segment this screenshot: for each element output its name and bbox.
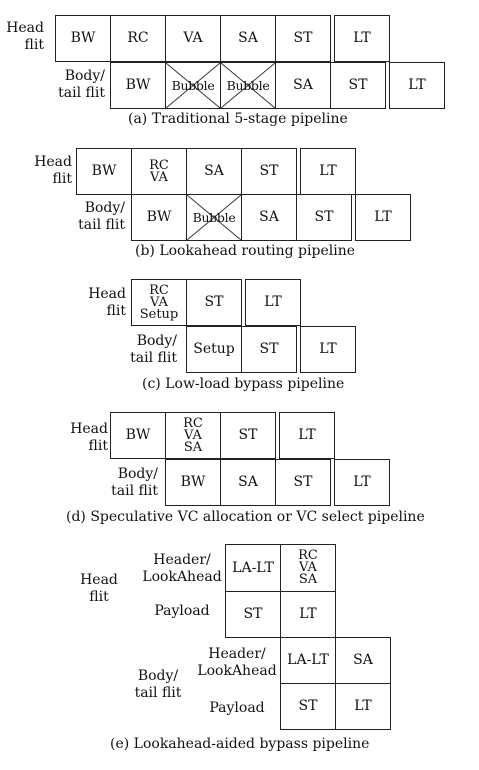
stage-lt: LT bbox=[245, 279, 301, 326]
stage-va: VA bbox=[165, 15, 221, 62]
stage-st: ST bbox=[275, 15, 331, 62]
stage-bw: BW bbox=[110, 412, 166, 459]
stage-bw: BW bbox=[55, 15, 111, 62]
caption-e: (e) Lookahead-aided bypass pipeline bbox=[110, 736, 370, 752]
payload-label: Payload bbox=[154, 603, 210, 619]
stage-st: ST bbox=[186, 279, 242, 326]
stage-lt: LT bbox=[300, 148, 356, 195]
stage-st: ST bbox=[280, 683, 336, 730]
stage-lt: LT bbox=[389, 62, 445, 109]
body-tail-flit-label: Body/tail flit bbox=[58, 68, 105, 101]
stage-bubble: Bubble bbox=[186, 194, 242, 241]
stage-st: ST bbox=[330, 62, 386, 109]
stage-sa: SA bbox=[220, 15, 276, 62]
stage-st: ST bbox=[275, 459, 331, 506]
stage-bubble: Bubble bbox=[165, 62, 221, 109]
stage-lt: LT bbox=[355, 194, 411, 241]
stage-rc-va-setup: RC VA Setup bbox=[131, 279, 187, 326]
stage-lt: LT bbox=[300, 326, 356, 373]
stage-st: ST bbox=[241, 148, 297, 195]
stage-sa: SA bbox=[220, 459, 276, 506]
stage-bw: BW bbox=[110, 62, 166, 109]
caption-d: (d) Speculative VC allocation or VC sele… bbox=[66, 509, 425, 525]
caption-b: (b) Lookahead routing pipeline bbox=[135, 243, 355, 259]
stage-rc: RC bbox=[110, 15, 166, 62]
stage-lt: LT bbox=[280, 591, 336, 638]
header-lookahead-label: Header/LookAhead bbox=[197, 646, 277, 679]
payload-label: Payload bbox=[209, 700, 265, 716]
body-tail-flit-label: Body/tail flit bbox=[78, 200, 125, 233]
stage-bw: BW bbox=[131, 194, 187, 241]
stage-bubble: Bubble bbox=[220, 62, 276, 109]
body-tail-flit-label: Body/tail flit bbox=[130, 333, 177, 366]
header-lookahead-label: Header/LookAhead bbox=[142, 552, 222, 585]
stage-setup: Setup bbox=[186, 326, 242, 373]
stage-lt: LT bbox=[334, 15, 390, 62]
stage-st: ST bbox=[220, 412, 276, 459]
stage-lt: LT bbox=[279, 412, 335, 459]
stage-sa: SA bbox=[275, 62, 331, 109]
stage-la-lt: LA-LT bbox=[280, 637, 336, 684]
stage-st: ST bbox=[241, 326, 297, 373]
stage-lt: LT bbox=[335, 683, 391, 730]
stage-la-lt: LA-LT bbox=[225, 544, 281, 592]
caption-a: (a) Traditional 5-stage pipeline bbox=[128, 111, 348, 127]
body-tail-flit-label: Body/tail flit bbox=[111, 466, 158, 499]
stage-rc-va-sa: RC VA SA bbox=[165, 412, 221, 459]
stage-sa: SA bbox=[241, 194, 297, 241]
stage-rc-va-sa: RC VA SA bbox=[280, 544, 336, 592]
stage-sa: SA bbox=[186, 148, 242, 195]
stage-bw: BW bbox=[165, 459, 221, 506]
body-tail-flit-label: Body/tail flit bbox=[134, 668, 182, 701]
stage-rc-va: RC VA bbox=[131, 148, 187, 195]
stage-st: ST bbox=[296, 194, 352, 241]
caption-c: (c) Low-load bypass pipeline bbox=[142, 376, 345, 392]
stage-bw: BW bbox=[76, 148, 132, 195]
stage-lt: LT bbox=[334, 459, 390, 506]
stage-sa: SA bbox=[335, 637, 391, 684]
stage-st: ST bbox=[225, 591, 281, 638]
